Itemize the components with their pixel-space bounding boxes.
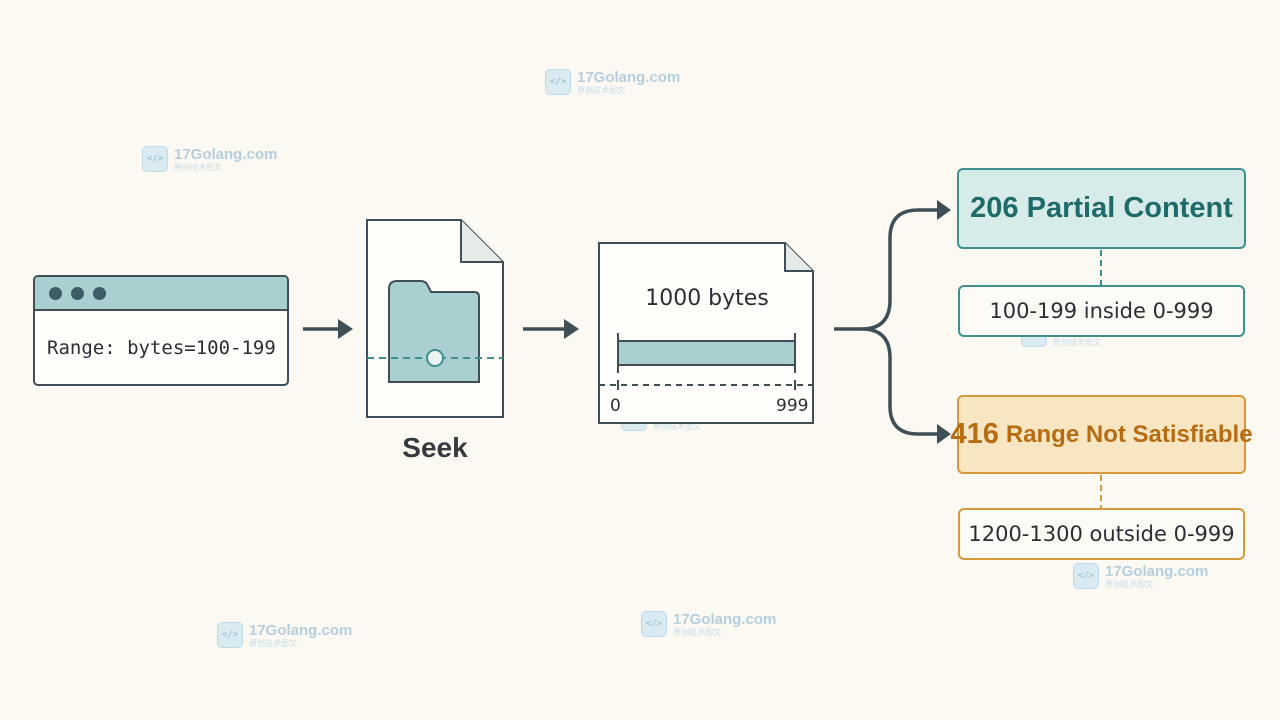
window-dot-icon (71, 287, 84, 300)
status-416-box: 416 Range Not Satisfiable (950, 395, 1253, 474)
seek-document-icon (366, 219, 504, 418)
range-inside-box: 100-199 inside 0-999 (958, 285, 1245, 337)
arrow-right-icon (523, 319, 579, 339)
arrow-right-icon (303, 319, 353, 339)
status-416-code: 416 (950, 418, 999, 450)
seek-position-icon (426, 349, 444, 367)
tick-start-label: 0 (610, 396, 621, 416)
browser-window: Range: bytes=100-199 (33, 275, 289, 386)
browser-title-bar (35, 277, 287, 311)
window-dot-icon (49, 287, 62, 300)
status-206-text: 206 Partial Content (970, 192, 1233, 224)
seek-label: Seek (402, 432, 468, 463)
status-206-box: 206 Partial Content (957, 168, 1246, 249)
range-header-text: Range: bytes=100-199 (47, 337, 276, 359)
range-outside-box: 1200-1300 outside 0-999 (958, 508, 1245, 560)
folder-icon (388, 280, 480, 383)
byte-range-bar (617, 340, 796, 366)
tick-end-label: 999 (776, 396, 809, 416)
file-size-label: 1000 bytes (645, 286, 769, 311)
file-document-icon (598, 242, 814, 424)
window-dot-icon (93, 287, 106, 300)
range-inside-text: 100-199 inside 0-999 (989, 299, 1214, 323)
branch-connector (834, 200, 951, 444)
range-outside-text: 1200-1300 outside 0-999 (968, 522, 1235, 546)
status-416-reason: Range Not Satisfiable (1005, 420, 1253, 448)
